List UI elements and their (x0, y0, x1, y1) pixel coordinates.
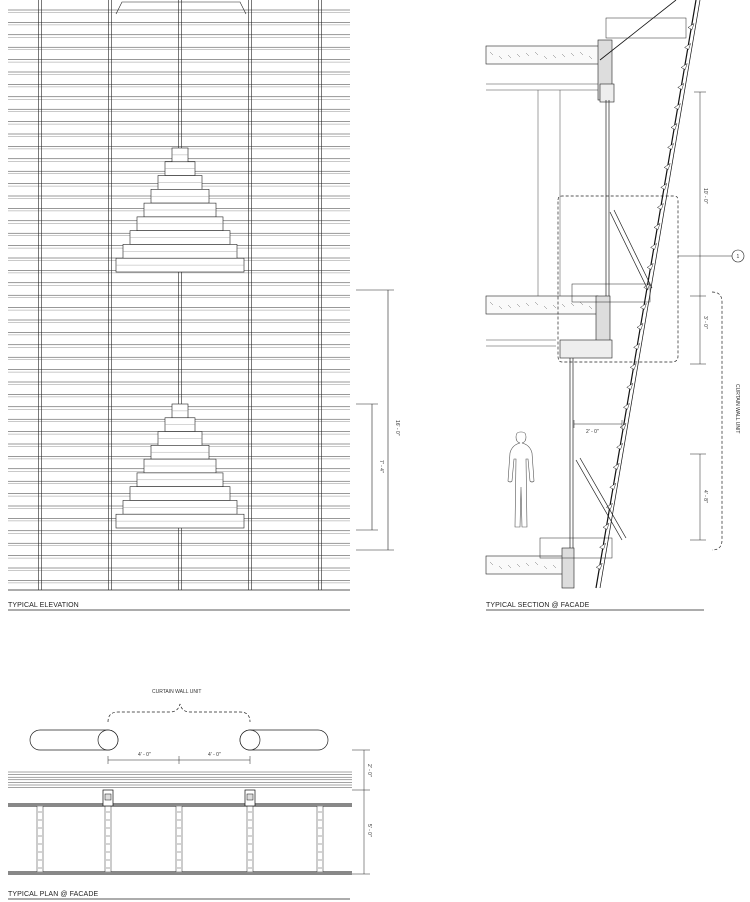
section-dim-mid: 3' - 0" (702, 316, 708, 329)
section-callout-circle (731, 249, 745, 263)
plan-title: TYPICAL PLAN @ FACADE (8, 891, 98, 898)
elevation-title: TYPICAL ELEVATION (8, 602, 79, 609)
section-ceiling-lines (486, 83, 600, 347)
plan-column-ovals (29, 729, 329, 751)
elevation-dim-partial: 7' - 4" (378, 460, 384, 473)
section-dim-horizontal: 2' - 0" (586, 429, 599, 435)
section-floor-slabs (485, 45, 611, 575)
typical-elevation: TYPICAL ELEVATION 16' - 0" 7' - 4" (8, 0, 400, 611)
section-glazing (569, 100, 610, 548)
plan-unit-bracket (107, 703, 251, 723)
plan-dim-depth-small: 2' - 0" (366, 764, 372, 777)
section-sloped-curtain-wall (595, 0, 701, 589)
section-dimensions: 10' - 0" 3' - 0" 4' - 8" 2' - 0" (573, 91, 708, 541)
typical-section: 1 CURTAIN WALL UNIT 10' - 0" 3' - 0" 4' … (485, 0, 745, 611)
plan-vertical-posts (36, 789, 324, 873)
plan-module-dimensions: 4' - 0" 4' - 0" (107, 752, 251, 764)
section-unit-bracket (711, 291, 723, 551)
section-dim-lower: 4' - 8" (702, 490, 708, 503)
section-scale-figure (507, 431, 535, 528)
plan-dim-module-right: 4' - 0" (208, 752, 221, 758)
typical-plan: CURTAIN WALL UNIT 4' - 0" 4' - 0" 2' - 0… (8, 689, 372, 900)
elevation-dimensions: 16' - 0" 7' - 4" (356, 289, 400, 551)
section-curtain-wall-unit-label: CURTAIN WALL UNIT (734, 384, 740, 433)
plan-curtain-wall-unit-label: CURTAIN WALL UNIT (152, 689, 201, 695)
section-title: TYPICAL SECTION @ FACADE (486, 602, 590, 609)
section-braces (539, 17, 687, 559)
section-callout-number: 1 (737, 254, 740, 260)
section-detail-boundary (557, 195, 679, 363)
elevation-dim-overall: 16' - 0" (394, 420, 400, 436)
plan-dim-module-left: 4' - 0" (138, 752, 151, 758)
elevation-mullions (8, 0, 350, 591)
elevation-triangle-openings (115, 147, 245, 529)
plan-depth-dimensions: 2' - 0" 5' - 0" (352, 749, 372, 875)
section-dim-top: 10' - 0" (702, 188, 708, 204)
plan-dim-depth-large: 5' - 0" (366, 824, 372, 837)
